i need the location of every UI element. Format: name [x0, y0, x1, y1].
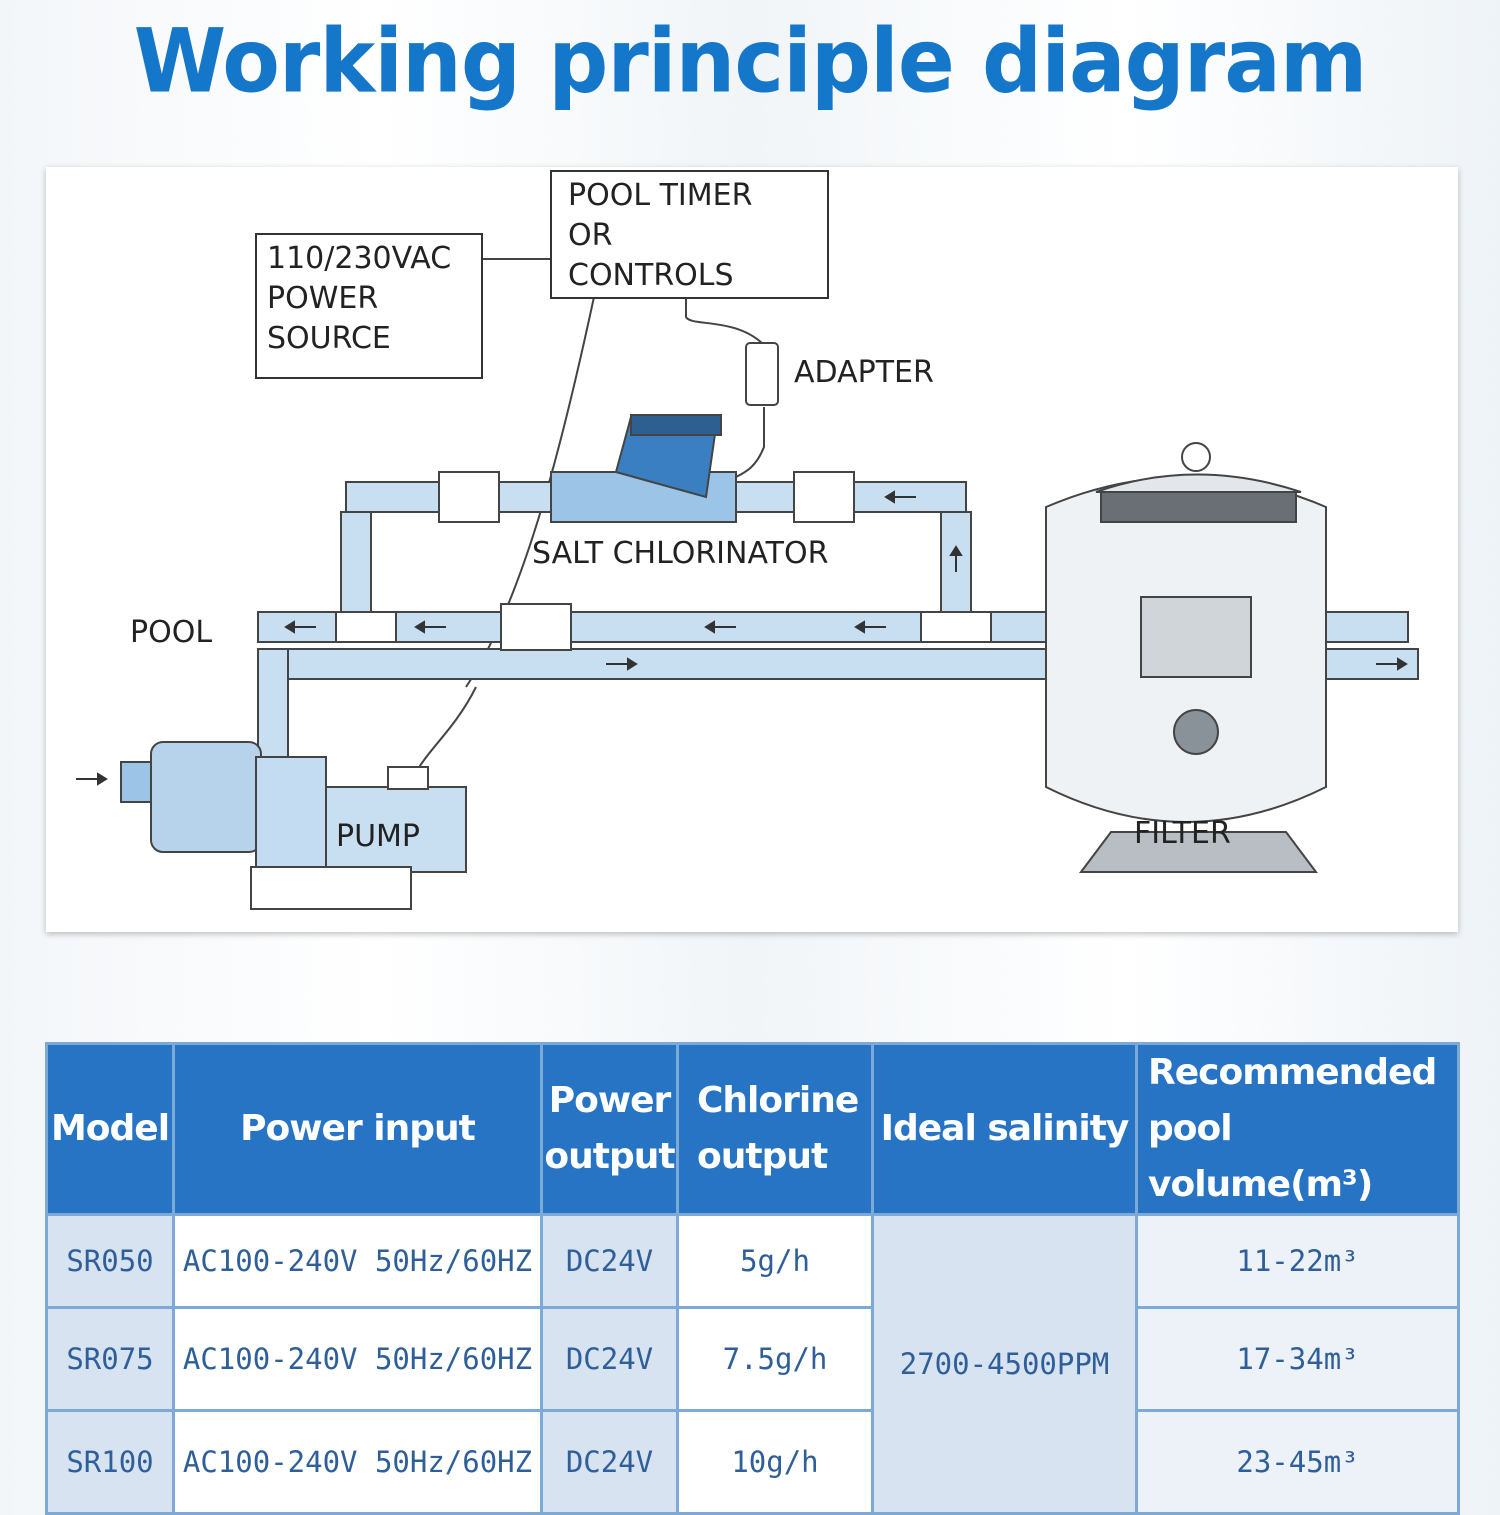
timer-line-2: OR [568, 218, 613, 253]
cell-pool-volume: 23-45m³ [1135, 1409, 1460, 1515]
cell-power-input: AC100-240V 50Hz/60HZ [172, 1213, 543, 1309]
spec-table: Model Power input Power output Chlorine … [45, 1042, 1460, 1515]
wire-adapter-to-chlorinator [735, 407, 765, 478]
cell-chlorine-output: 7.5g/h [676, 1306, 874, 1412]
adapter-icon [745, 342, 779, 406]
left-riser-pipe [340, 511, 372, 613]
pump-icon [120, 741, 467, 910]
table-header-row: Model Power input Power output Chlorine … [45, 1042, 1460, 1216]
cell-power-output: DC24V [540, 1306, 679, 1412]
header-power-input: Power input [172, 1042, 543, 1216]
filter-label: FILTER [1134, 816, 1231, 851]
salt-chlorinator-label: SALT CHLORINATOR [532, 536, 829, 571]
pump-riser-pipe [257, 648, 289, 760]
pool-timer-box: POOL TIMER OR CONTROLS [550, 170, 829, 299]
power-source-line-3: SOURCE [267, 321, 391, 356]
table-row: SR050 AC100-240V 50Hz/60HZ DC24V 5g/h 27… [45, 1213, 1460, 1515]
header-pool-volume-line-2: pool volume(m³) [1148, 1108, 1373, 1205]
timer-line-1: POOL TIMER [568, 178, 753, 213]
pump-label: PUMP [336, 819, 421, 854]
page-title: Working principle diagram [133, 9, 1368, 113]
cell-power-output: DC24V [540, 1409, 679, 1515]
power-source-line-2: POWER [267, 281, 379, 316]
cell-ideal-salinity: 2700-4500PPM [871, 1213, 1138, 1515]
wire-timer-to-adapter [685, 297, 765, 346]
power-source-line-1: 110/230VAC [267, 241, 452, 276]
header-pool-volume-line-1: Recommended [1148, 1052, 1437, 1093]
header-chlorine-output: Chlorine output [676, 1042, 874, 1216]
header-chlorine-output-line-2: output [697, 1136, 828, 1177]
adapter-label: ADAPTER [794, 355, 934, 390]
diagram-drawing [76, 258, 1419, 910]
filter-tank-icon [1045, 442, 1327, 873]
cell-pool-volume: 11-22m³ [1135, 1213, 1460, 1309]
working-principle-diagram: 110/230VAC POWER SOURCE POOL TIMER OR CO… [46, 167, 1458, 932]
table-row: SR100 AC100-240V 50Hz/60HZ DC24V 10g/h 2… [45, 1409, 1460, 1515]
cell-chlorine-output: 10g/h [676, 1409, 874, 1515]
cell-chlorine-output: 5g/h [676, 1213, 874, 1309]
cell-pool-volume: 17-34m³ [1135, 1306, 1460, 1412]
power-source-box: 110/230VAC POWER SOURCE [255, 233, 483, 379]
cell-power-input: AC100-240V 50Hz/60HZ [172, 1306, 543, 1412]
pool-label: POOL [130, 615, 213, 650]
header-power-output-line-1: Power [548, 1080, 672, 1121]
header-pool-volume: Recommended pool volume(m³) [1135, 1042, 1460, 1216]
salt-chlorinator-cell [550, 414, 737, 523]
timer-line-3: CONTROLS [568, 258, 734, 293]
flow-arrows [76, 490, 1408, 786]
cell-model: SR050 [45, 1213, 175, 1309]
header-power-output-line-2: output [544, 1136, 675, 1177]
header-power-output: Power output [540, 1042, 679, 1216]
header-chlorine-output-line-1: Chlorine [697, 1080, 859, 1121]
cell-power-input: AC100-240V 50Hz/60HZ [172, 1409, 543, 1515]
cell-power-output: DC24V [540, 1213, 679, 1309]
cell-model: SR075 [45, 1306, 175, 1412]
header-ideal-salinity: Ideal salinity [871, 1042, 1138, 1216]
table-row: SR075 AC100-240V 50Hz/60HZ DC24V 7.5g/h … [45, 1306, 1460, 1412]
cell-model: SR100 [45, 1409, 175, 1515]
header-model: Model [45, 1042, 175, 1216]
wire-to-pump [417, 686, 477, 770]
